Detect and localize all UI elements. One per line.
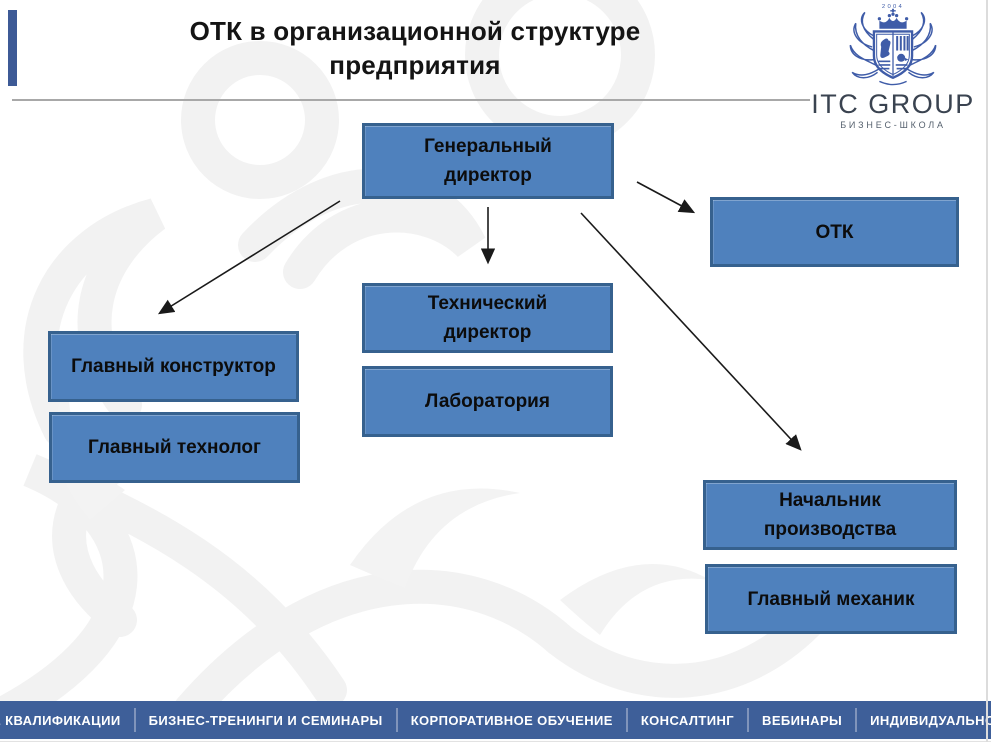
logo-year: 2004	[882, 4, 904, 10]
footer-separator	[625, 708, 628, 732]
org-node-chief-technologist: Главный технолог	[49, 412, 300, 483]
page-title: ОТК в организационной структуре предприя…	[189, 16, 641, 80]
edge-general-to-otk	[636, 181, 696, 214]
org-node-otk: ОТК	[710, 197, 959, 267]
footer-separator	[747, 708, 750, 732]
edge-general-to-production-chief	[580, 212, 802, 451]
footer-menu-bar: ПОВЫШЕНИЕ КВАЛИФИКАЦИИ БИЗНЕС-ТРЕНИНГИ И…	[0, 701, 991, 739]
logo-name: ITC GROUP	[811, 89, 975, 119]
itc-group-crest-icon: 2004	[849, 4, 937, 86]
footer-item-qualification[interactable]: ПОВЫШЕНИЕ КВАЛИФИКАЦИИ	[0, 712, 121, 728]
title-accent-bar	[8, 10, 17, 86]
footer-separator	[133, 708, 136, 732]
footer-item-webinars[interactable]: ВЕБИНАРЫ	[762, 712, 843, 728]
org-node-laboratory: Лаборатория	[362, 366, 613, 437]
footer-item-individual[interactable]: ИНДИВИДУАЛЬНОЕ ОБУЧЕНИЕ	[870, 712, 991, 728]
footer-item-corporate[interactable]: КОРПОРАТИВНОЕ ОБУЧЕНИЕ	[410, 712, 613, 728]
org-node-production-chief: Начальник производства	[703, 480, 957, 550]
logo-subtitle: БИЗНЕС-ШКОЛА	[840, 120, 946, 130]
org-node-chief-mechanic: Главный механик	[705, 564, 957, 634]
itc-group-logo: 2004 ITC GROUP БИЗНЕС-ШКОЛА	[795, 2, 991, 130]
org-node-chief-designer: Главный конструктор	[48, 331, 299, 402]
org-node-technical-director: Технический директор	[362, 283, 613, 353]
footer-separator	[855, 708, 858, 732]
header-divider	[12, 99, 810, 101]
footer-separator	[395, 708, 398, 732]
footer-item-trainings[interactable]: БИЗНЕС-ТРЕНИНГИ И СЕМИНАРЫ	[148, 712, 383, 728]
org-node-general-director: Генеральный директор	[362, 123, 614, 199]
footer-item-consulting[interactable]: КОНСАЛТИНГ	[640, 712, 735, 728]
edge-general-to-chief-designer	[157, 200, 341, 315]
window-edge	[986, 0, 988, 742]
